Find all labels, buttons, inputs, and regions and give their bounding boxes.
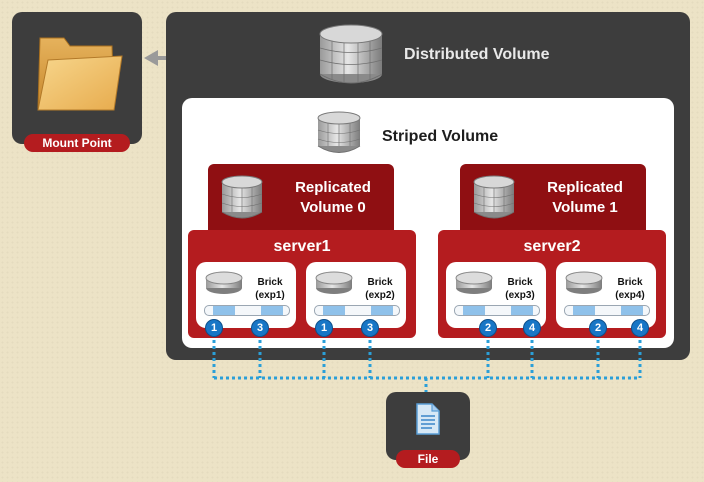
striped-volume-title: Striped Volume — [382, 128, 499, 145]
replicated-volume-1-line1: Replicated — [547, 179, 623, 196]
replicated-volume-1-line2: Volume 1 — [552, 199, 618, 216]
brick-exp3-stripe-bar — [454, 305, 540, 316]
file-panel: File — [386, 392, 470, 468]
mount-point-label: Mount Point — [24, 134, 130, 152]
brick-exp3-chunk-b: 4 — [523, 319, 541, 337]
brick-exp4-disk-icon — [565, 271, 603, 294]
brick-exp1-line2: (exp1) — [255, 290, 285, 301]
brick-exp2-card: Brick (exp2) — [306, 262, 406, 328]
brick-exp4-chunk-b: 4 — [631, 319, 649, 337]
brick-exp1-chunk-a: 1 — [205, 319, 223, 337]
brick-exp4-line2: (exp4) — [615, 290, 645, 301]
brick-exp1-stripe-bar — [204, 305, 290, 316]
replicated-volume-0-disk-icon — [221, 175, 263, 219]
brick-exp3-line1: Brick — [507, 277, 533, 288]
file-label: File — [396, 450, 460, 468]
brick-exp2-line2: (exp2) — [365, 290, 395, 301]
brick-exp3-disk-icon — [455, 271, 493, 294]
brick-exp2-stripe-bar — [314, 305, 400, 316]
replicated-volume-0-tab: Replicated Volume 0 — [208, 164, 394, 238]
brick-exp2-chunk-b: 3 — [361, 319, 379, 337]
brick-exp4-line1: Brick — [617, 277, 643, 288]
brick-exp4-chunk-a: 2 — [589, 319, 607, 337]
server1-label: server1 — [273, 238, 331, 255]
brick-exp1-disk-icon — [205, 271, 243, 294]
brick-exp2-line1: Brick — [367, 277, 393, 288]
brick-exp3-line2: (exp3) — [505, 290, 535, 301]
mount-point-panel: Mount Point — [12, 12, 142, 152]
folder-icon — [37, 37, 123, 111]
brick-exp1-card: Brick (exp1) — [196, 262, 296, 328]
brick-exp3-chunk-a: 2 — [479, 319, 497, 337]
brick-exp2-chunk-a: 1 — [315, 319, 333, 337]
server2-label: server2 — [523, 238, 581, 255]
replicated-volume-1-disk-icon — [473, 175, 515, 219]
distributed-volume-title: Distributed Volume — [404, 46, 550, 63]
replicated-volume-0-line2: Volume 0 — [300, 199, 366, 216]
replicated-volume-0-line1: Replicated — [295, 179, 371, 196]
brick-exp4-stripe-bar — [564, 305, 650, 316]
brick-exp2-disk-icon — [315, 271, 353, 294]
brick-exp3-card: Brick (exp3) — [446, 262, 546, 328]
replicated-volume-1-tab: Replicated Volume 1 — [460, 164, 646, 238]
brick-exp1-line1: Brick — [257, 277, 283, 288]
brick-exp1-chunk-b: 3 — [251, 319, 269, 337]
document-icon — [416, 403, 440, 435]
striped-volume-disk-icon — [317, 111, 361, 153]
brick-exp4-card: Brick (exp4) — [556, 262, 656, 328]
distributed-volume-disk-icon — [319, 24, 383, 84]
